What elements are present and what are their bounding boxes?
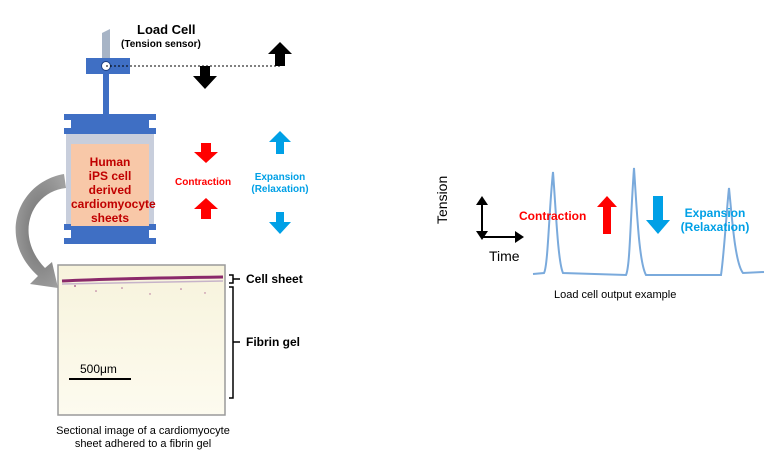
sample-label-line: Human [89, 155, 131, 169]
scale-bar-label: 500μm [80, 362, 117, 376]
graph-expansion-label: Expansion (Relaxation) [672, 206, 758, 234]
section-caption: Sectional image of a cardiomyocyte sheet… [20, 425, 266, 451]
down-arrow-icon [646, 196, 670, 234]
down-arrow-icon [269, 212, 291, 234]
down-arrow-icon [193, 66, 217, 89]
sample-label-line: sheets [90, 211, 130, 225]
fibrin-gel-bracket [229, 286, 240, 399]
sample-label: Human iPS cell derived cardiomyocyte she… [71, 155, 156, 225]
up-arrow-icon [268, 42, 292, 66]
section-caption-line2: sheet adhered to a fibrin gel [74, 438, 212, 450]
sensor-tip [102, 29, 110, 60]
up-arrow-icon [269, 131, 291, 154]
x-axis-label: Time [489, 248, 520, 264]
expansion-label-line1: Expansion [254, 172, 306, 183]
cell-sheet-bracket [229, 274, 240, 284]
graph-caption: Load cell output example [554, 289, 677, 301]
curved-arrow-icon [15, 174, 66, 288]
up-arrow-icon [194, 198, 218, 219]
section-image [57, 264, 226, 416]
scale-bar [69, 378, 131, 380]
sensor-rod [103, 74, 109, 114]
up-arrow-icon [597, 196, 617, 234]
load-cell-subtitle: (Tension sensor) [121, 39, 201, 50]
graph-contraction-label: Contraction [519, 209, 587, 223]
contraction-label: Contraction [175, 177, 232, 188]
load-cell-trace [532, 167, 765, 277]
sample-frame [64, 114, 156, 244]
cardiomyocyte-sheet [71, 144, 149, 226]
load-cell-title: Load Cell [137, 22, 196, 37]
sample-label-line: iPS cell derived [88, 169, 132, 197]
sample-label-line: cardiomyocyte [71, 197, 156, 211]
graph-expansion-line1: Expansion [684, 206, 746, 220]
fibrin-gel-label: Fibrin gel [246, 335, 300, 349]
graph-expansion-line2: (Relaxation) [680, 220, 750, 234]
expansion-label-line2: (Relaxation) [251, 184, 309, 195]
load-cell-device [86, 29, 282, 114]
section-caption-line1: Sectional image of a cardiomyocyte [56, 425, 230, 437]
expansion-label: Expansion (Relaxation) [246, 172, 314, 196]
y-axis-label: Tension [434, 175, 450, 224]
down-arrow-icon [194, 143, 218, 163]
cell-layer [61, 275, 224, 283]
double-axis-arrow-icon [476, 196, 524, 243]
cell-sheet-label: Cell sheet [246, 272, 303, 286]
